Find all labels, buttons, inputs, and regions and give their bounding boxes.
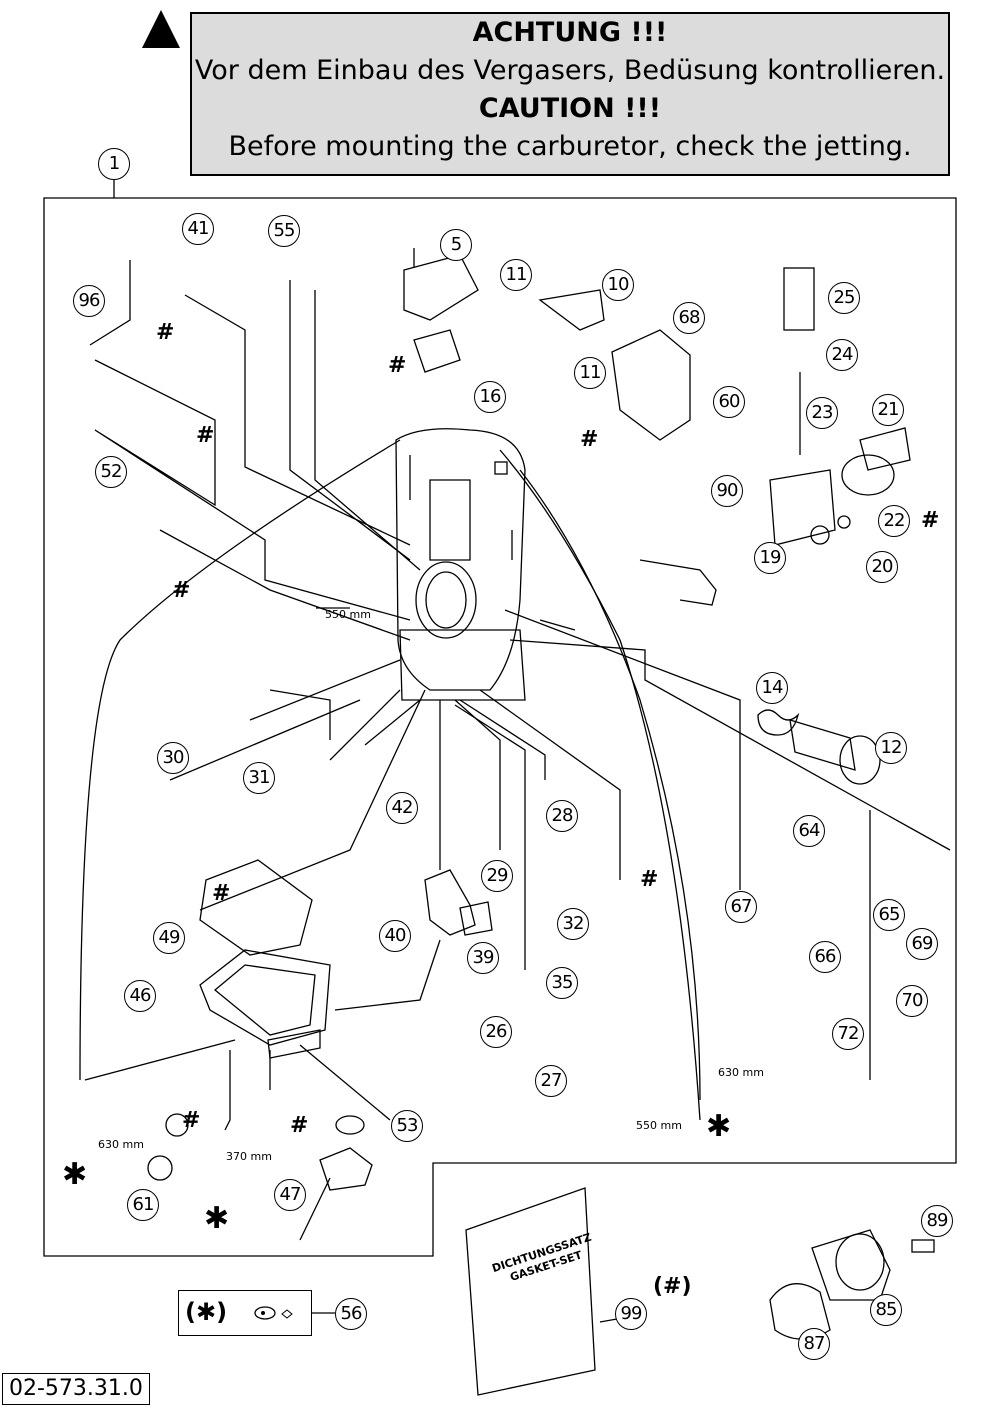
callout-24: 24	[826, 339, 858, 371]
callout-52: 52	[95, 456, 127, 488]
gasket-mark: #	[290, 1113, 309, 1138]
legend-star-mark: (✱)	[185, 1298, 228, 1326]
warning-text-de: Vor dem Einbau des Vergasers, Bedüsung k…	[194, 55, 946, 86]
callout-66: 66	[809, 941, 841, 973]
callout-5: 5	[440, 229, 472, 261]
callout-29: 29	[481, 860, 513, 892]
intake-flange	[811, 1229, 891, 1301]
drawing-code: 02-573.31.0	[2, 1373, 150, 1405]
gasket-mark: #	[196, 423, 215, 448]
warning-box: ACHTUNG !!! Vor dem Einbau des Vergasers…	[190, 12, 950, 176]
callout-56: 56	[335, 1298, 367, 1330]
dimension-label: 370 mm	[226, 1150, 272, 1163]
callout-11b: 11	[574, 357, 606, 389]
dimension-label: 630 mm	[718, 1066, 764, 1079]
warning-text-en: Before mounting the carburetor, check th…	[228, 131, 912, 162]
callout-32: 32	[557, 908, 589, 940]
pump-cover	[319, 1147, 373, 1191]
callout-25: 25	[828, 282, 860, 314]
callout-21: 21	[872, 394, 904, 426]
callout-72: 72	[832, 1018, 864, 1050]
callout-26: 26	[480, 1016, 512, 1048]
warning-title-de: ACHTUNG !!!	[472, 17, 668, 48]
gasket-mark: #	[580, 427, 599, 452]
callout-96: 96	[73, 285, 105, 317]
callout-65: 65	[873, 899, 905, 931]
callout-68: 68	[673, 302, 705, 334]
assembly-frame	[43, 197, 957, 1257]
callout-49: 49	[153, 922, 185, 954]
callout-46: 46	[124, 980, 156, 1012]
gasket-mark: #	[640, 867, 659, 892]
cable-fitting-icon	[254, 1306, 293, 1320]
cable-mark: ✱	[62, 1157, 88, 1192]
callout-61: 61	[127, 1189, 159, 1221]
warning-title-en: CAUTION !!!	[478, 93, 662, 124]
gasket-mark: #	[212, 881, 231, 906]
float	[424, 869, 476, 936]
dimension-label: 550 mm	[325, 608, 371, 621]
callout-53: 53	[391, 1110, 423, 1142]
callout-35: 35	[546, 967, 578, 999]
callout-16: 16	[474, 381, 506, 413]
gasket-mark: #	[182, 1108, 201, 1133]
callout-99: 99	[615, 1298, 647, 1330]
callout-23: 23	[806, 397, 838, 429]
callout-39: 39	[467, 942, 499, 974]
gasket-set-ref: (#)	[653, 1274, 692, 1299]
callout-55: 55	[268, 215, 300, 247]
gasket-mark: #	[921, 508, 940, 533]
callout-22: 22	[878, 505, 910, 537]
gasket-mark: #	[172, 578, 191, 603]
callout-19: 19	[754, 542, 786, 574]
cable-parts-legend: (✱)	[178, 1290, 312, 1336]
callout-42: 42	[386, 792, 418, 824]
callout-41: 41	[182, 213, 214, 245]
top-cover	[403, 254, 479, 321]
callout-14: 14	[756, 672, 788, 704]
callout-30: 30	[157, 742, 189, 774]
callout-90: 90	[711, 475, 743, 507]
callout-28: 28	[546, 800, 578, 832]
callout-11a: 11	[500, 259, 532, 291]
callout-31: 31	[243, 762, 275, 794]
throttle-sensor	[611, 329, 691, 441]
callout-60: 60	[713, 386, 745, 418]
dimension-label: 550 mm	[636, 1119, 682, 1132]
callout-87: 87	[798, 1328, 830, 1360]
callout-20: 20	[866, 551, 898, 583]
cable-mark: ✱	[706, 1109, 732, 1144]
gasket-set-package	[465, 1187, 596, 1396]
gasket-mark: #	[388, 353, 407, 378]
callout-85: 85	[870, 1294, 902, 1326]
callout-69: 69	[906, 928, 938, 960]
callout-70: 70	[896, 985, 928, 1017]
carburetor-body	[395, 428, 526, 701]
callout-12: 12	[875, 732, 907, 764]
callout-67: 67	[725, 891, 757, 923]
cable-mark: ✱	[204, 1201, 230, 1236]
callout-40: 40	[379, 920, 411, 952]
callout-1: 1	[98, 148, 130, 180]
callout-64: 64	[793, 815, 825, 847]
throttle-valve	[789, 719, 856, 771]
float-bowl	[199, 859, 331, 1059]
intake-gasket	[769, 1283, 831, 1340]
callout-47: 47	[274, 1179, 306, 1211]
callout-89: 89	[921, 1205, 953, 1237]
dimension-label: 630 mm	[98, 1138, 144, 1151]
accelerator-pump-housing	[769, 469, 836, 546]
gasket-mark: #	[156, 320, 175, 345]
warning-triangle-icon	[142, 10, 180, 48]
callout-27: 27	[535, 1065, 567, 1097]
callout-10: 10	[602, 269, 634, 301]
